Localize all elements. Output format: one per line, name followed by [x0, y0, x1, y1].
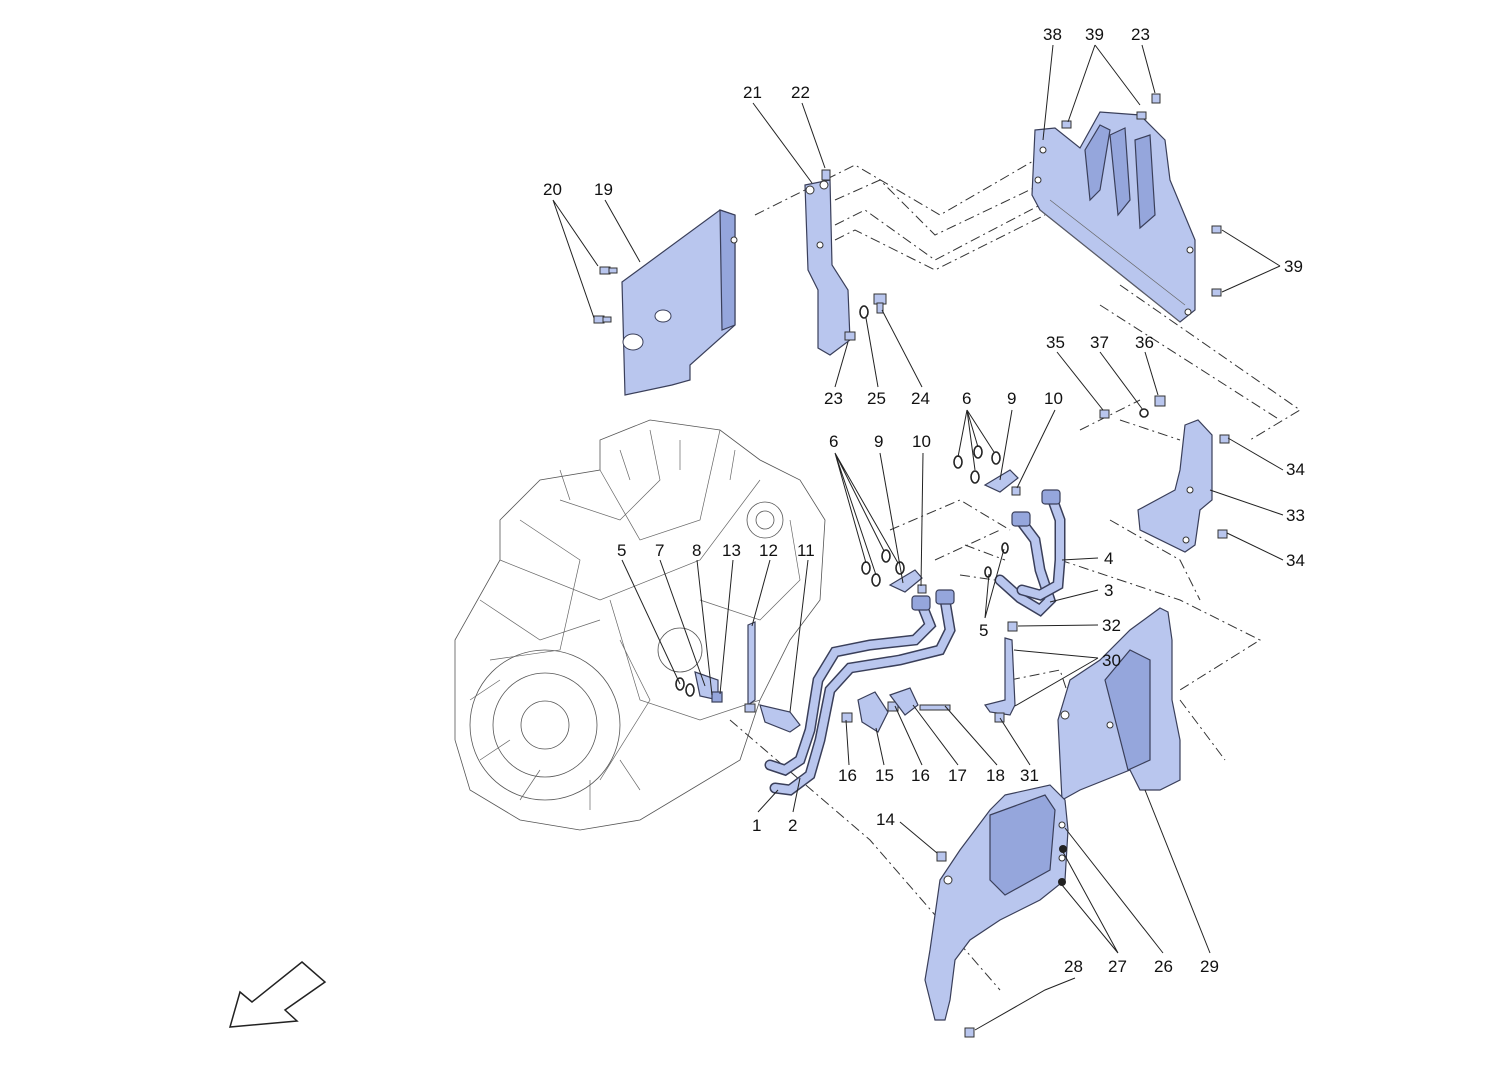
heat-shield-38: [1031, 111, 1196, 323]
bolt-28: [964, 1027, 975, 1038]
callout-16-left: 16: [838, 766, 857, 785]
bolt-14: [936, 851, 947, 862]
callout-36: 36: [1135, 333, 1154, 352]
callout-18: 18: [986, 766, 1005, 785]
bolt-24: [873, 293, 887, 314]
callout-1: 1: [752, 816, 761, 835]
callout-14: 14: [876, 810, 895, 829]
callout-11: 11: [797, 541, 815, 560]
nuts-27: [1058, 845, 1067, 886]
bolt-35: [1099, 409, 1110, 419]
clip-9-upper: [983, 469, 1019, 493]
callout-31: 31: [1020, 766, 1039, 785]
callout-24: 24: [911, 389, 930, 408]
clamp-17: [889, 687, 919, 716]
bolt-39-top-left: [1061, 120, 1072, 129]
bolt-22: [821, 169, 831, 181]
hose-set-upper: [994, 489, 1066, 617]
callout-13: 13: [722, 541, 741, 560]
callout-28: 28: [1064, 957, 1083, 976]
callout-21: 21: [743, 83, 762, 102]
sensor-15: [841, 691, 899, 733]
bolt-20-lower: [593, 315, 612, 324]
callout-20: 20: [543, 180, 562, 199]
callout-6-lower: 6: [829, 432, 838, 451]
callout-38: 38: [1043, 25, 1062, 44]
callout-23-top: 23: [1131, 25, 1150, 44]
callout-37: 37: [1090, 333, 1109, 352]
callout-19: 19: [594, 180, 613, 199]
gearbox-housing: [454, 419, 826, 831]
washer-25: [859, 305, 869, 319]
bolt-10-upper: [1011, 486, 1021, 496]
o-rings-6-lower: [861, 549, 905, 587]
callout-25: 25: [867, 389, 886, 408]
callout-27: 27: [1108, 957, 1127, 976]
callout-labels: 38 39 23 21 22 20 19 39 23 25 24 35 37 3…: [543, 25, 1305, 976]
bracket-30: [983, 621, 1018, 723]
callout-12: 12: [759, 541, 778, 560]
callout-4: 4: [1104, 549, 1113, 568]
o-rings-5-upper: [984, 542, 1009, 578]
callout-30: 30: [1102, 651, 1121, 670]
bolt-39-right-lower: [1211, 288, 1222, 297]
callout-10-upper: 10: [1044, 389, 1063, 408]
callout-8: 8: [692, 541, 701, 560]
callout-7: 7: [655, 541, 664, 560]
leader-lines: [552, 44, 1284, 1031]
callout-39-right: 39: [1284, 257, 1303, 276]
callout-15: 15: [875, 766, 894, 785]
callout-2: 2: [788, 816, 797, 835]
bolt-23-bracket: [844, 331, 856, 341]
bolt-18: [919, 704, 951, 711]
bracket-21: [804, 179, 851, 356]
callout-26: 26: [1154, 957, 1173, 976]
callout-39-top: 39: [1085, 25, 1104, 44]
callout-34-lower: 34: [1286, 551, 1305, 570]
bolt-20-upper: [599, 266, 618, 275]
callout-5-right: 5: [979, 621, 988, 640]
heat-shield-19: [621, 209, 738, 396]
bolt-36: [1154, 395, 1166, 407]
callout-10-lower: 10: [912, 432, 931, 451]
heat-shield-29: [1057, 607, 1181, 801]
bracket-33: [1137, 419, 1213, 553]
hose-set-lower: [759, 589, 956, 796]
o-rings-6-upper: [953, 445, 1001, 484]
callout-29: 29: [1200, 957, 1219, 976]
bolt-34-upper: [1219, 434, 1230, 444]
callout-22: 22: [791, 83, 810, 102]
callout-17: 17: [948, 766, 967, 785]
clip-9-lower: [888, 569, 923, 593]
bolt-39-top-right: [1136, 111, 1147, 120]
callout-3: 3: [1104, 581, 1113, 600]
callout-9-upper: 9: [1007, 389, 1016, 408]
callout-32: 32: [1102, 616, 1121, 635]
callout-9-lower: 9: [874, 432, 883, 451]
bolt-34-lower: [1217, 529, 1228, 539]
callout-6-upper: 6: [962, 389, 971, 408]
callout-23-bracket: 23: [824, 389, 843, 408]
bolt-39-right-upper: [1211, 225, 1222, 234]
bolt-10-lower: [917, 584, 927, 594]
callout-33: 33: [1286, 506, 1305, 525]
callout-34-upper: 34: [1286, 460, 1305, 479]
direction-arrow-icon: [228, 961, 327, 1028]
heat-shield-26: [924, 784, 1069, 1021]
bolt-23-top: [1151, 93, 1161, 104]
callout-16-right: 16: [911, 766, 930, 785]
callout-35: 35: [1046, 333, 1065, 352]
callout-5-left: 5: [617, 541, 626, 560]
washer-37: [1139, 408, 1149, 418]
